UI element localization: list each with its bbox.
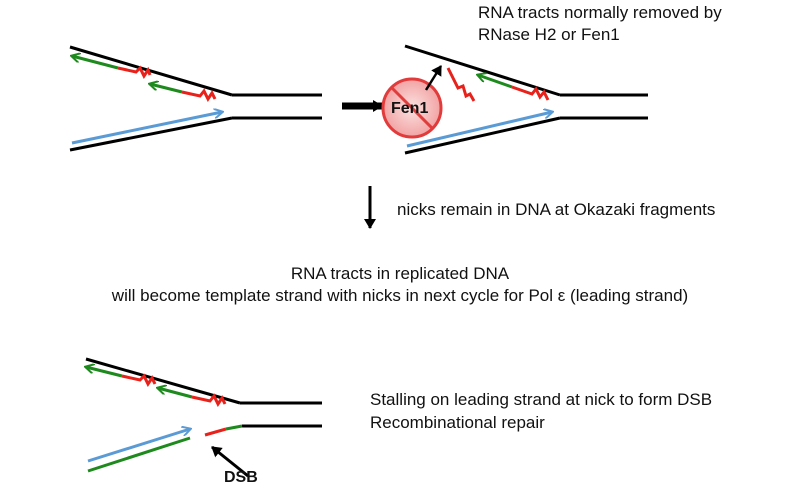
parental-strand-top	[69, 45, 233, 97]
fork-1	[69, 45, 322, 152]
rna-primer	[191, 393, 227, 407]
arrow-note: nicks remain in DNA at Okazaki fragments	[397, 200, 716, 219]
okazaki-fragment-green	[150, 84, 183, 94]
dsb-pointer-arrow	[211, 445, 249, 478]
fen1-inhibited-icon	[381, 77, 443, 139]
okazaki-fragment-green	[158, 388, 193, 399]
middle-text-line1: RNA tracts in replicated DNA	[290, 264, 510, 283]
leading-strand-blue	[406, 112, 552, 148]
middle-text-line2: will become template strand with nicks i…	[111, 286, 689, 305]
fen1-label: Fen1	[391, 100, 429, 117]
rna-primer	[121, 373, 157, 387]
template-green	[225, 424, 243, 431]
rna-primer	[181, 88, 217, 102]
fork-2	[381, 44, 648, 155]
template-green	[87, 436, 191, 473]
bottom-right-line1: Stalling on leading strand at nick to fo…	[370, 390, 713, 409]
okazaki-fragment-green	[72, 56, 119, 70]
okazaki-fragment-green	[86, 367, 123, 378]
fork-3	[85, 357, 322, 478]
rna-primer	[511, 85, 550, 101]
fen1-pointer-arrow	[424, 65, 443, 91]
leading-strand-blue	[87, 429, 190, 463]
top-right-caption-line2: RNase H2 or Fen1	[478, 25, 620, 44]
dsb-label: DSB	[224, 469, 258, 486]
parental-strand-bottom	[69, 116, 233, 152]
bottom-right-line2: Recombinational repair	[370, 413, 545, 432]
parental-strand-top	[404, 44, 561, 97]
template-rna	[204, 427, 227, 437]
parental-strand-bottom	[404, 116, 561, 155]
okazaki-fragment-green	[478, 75, 513, 89]
top-right-caption-line1: RNA tracts normally removed by	[478, 3, 722, 22]
rna-flap	[446, 67, 476, 102]
parental-strand-top	[85, 357, 241, 405]
rna-primer	[117, 65, 152, 79]
leading-strand-blue	[71, 112, 222, 145]
